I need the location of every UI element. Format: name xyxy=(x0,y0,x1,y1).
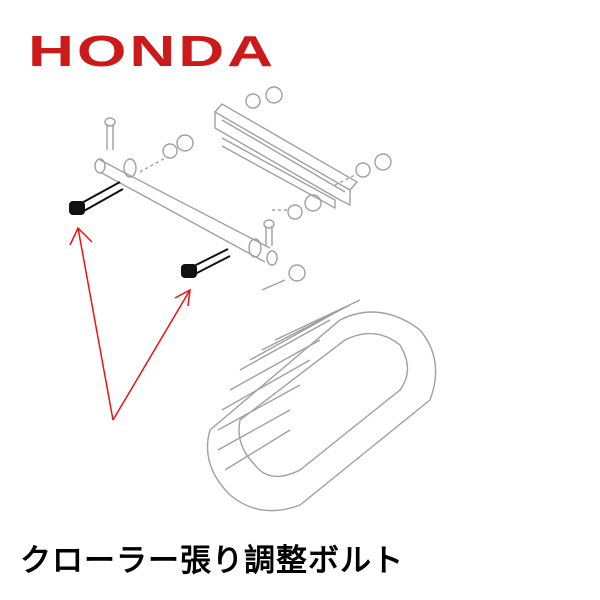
svg-text:HONDA: HONDA xyxy=(28,27,276,72)
product-caption: クローラー張り調整ボルト xyxy=(20,543,404,579)
shaft xyxy=(94,158,278,266)
small-bolts xyxy=(104,117,275,246)
red-arrows xyxy=(69,226,191,421)
crawler-track xyxy=(206,299,437,512)
nuts-washers xyxy=(139,86,392,291)
bracket-rail xyxy=(214,103,359,210)
adjust-bolts xyxy=(69,181,231,278)
honda-logo: HONDA xyxy=(28,27,276,72)
parts-diagram xyxy=(69,86,437,512)
